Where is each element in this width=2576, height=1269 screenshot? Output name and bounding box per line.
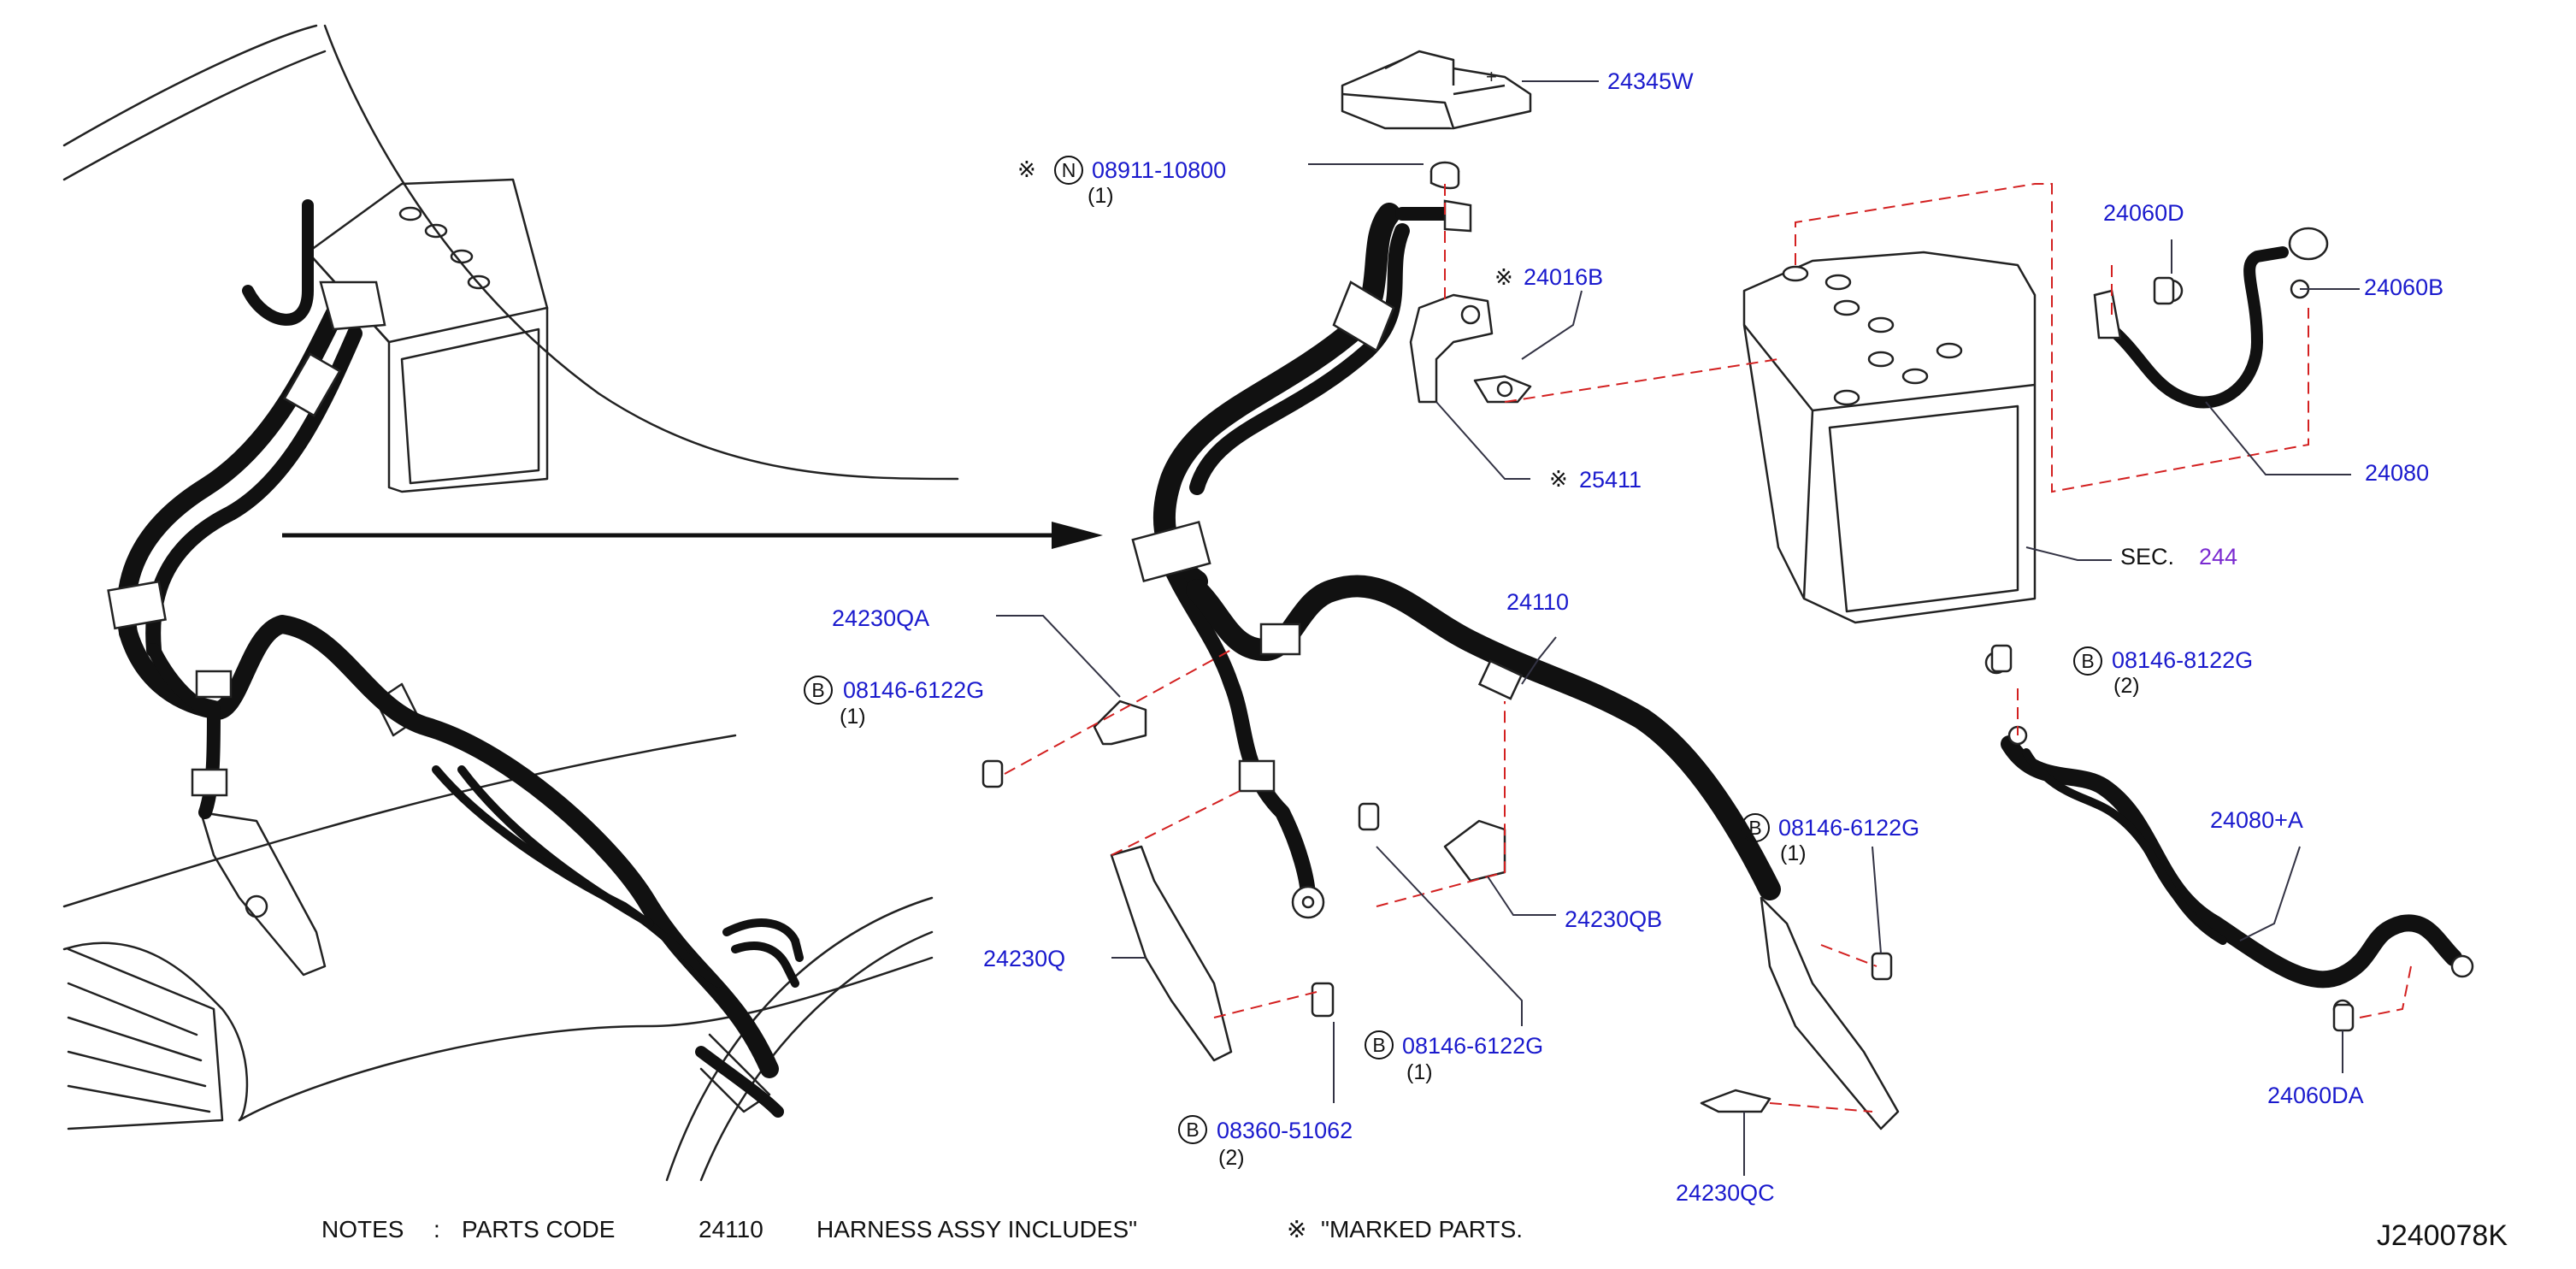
b-circle-08146-a: B [804, 676, 833, 705]
diagram-code: J240078K [2376, 1219, 2508, 1252]
qty-08146-b: (1) [1780, 841, 1807, 865]
part-label-24110: 24110 [1506, 589, 1570, 615]
part-label-24016B: 24016B [1524, 264, 1604, 290]
qty-08911: (1) [1088, 184, 1114, 208]
ground-cable-24080-ends [2093, 227, 2329, 339]
section-number[interactable]: 244 [2199, 544, 2238, 570]
section-prefix: SEC. [2120, 544, 2175, 570]
qty-08146-8122G: (2) [2113, 674, 2140, 698]
ground-cable-24080 [2106, 246, 2289, 409]
qty-08360: (2) [1218, 1146, 1245, 1170]
cable-24080A-ends [1984, 651, 2474, 1019]
b-circle-08146-8122G: B [2073, 646, 2102, 676]
battery-terminal [1409, 293, 1532, 404]
part-label-24230Q: 24230Q [983, 946, 1066, 971]
notes-colon: : [433, 1216, 440, 1242]
part-label-24345W: 24345W [1607, 68, 1694, 94]
part-label-08146-6122G-b: 08146-6122G [1778, 815, 1920, 841]
notes-code-ref: 24110 [699, 1216, 763, 1242]
asterisk-mark-08911: ※ [1017, 157, 1036, 183]
part-label-24060D: 24060D [2103, 200, 2184, 226]
nut [1429, 161, 1460, 190]
part-label-08146-8122G: 08146-8122G [2112, 647, 2254, 673]
part-label-24230QC: 24230QC [1676, 1180, 1775, 1206]
qty-08146-c: (1) [1406, 1060, 1433, 1084]
cable-24080A [2001, 735, 2462, 989]
harness-center-terminals [1131, 199, 1524, 919]
bolts [981, 276, 2355, 1032]
assembly-lines [1004, 183, 2412, 1113]
asterisk-mark-24016B: ※ [1494, 265, 1513, 291]
part-label-08146-6122G-a: 08146-6122G [843, 677, 985, 703]
harness-clips-overview [107, 280, 386, 797]
vehicle-overview [62, 24, 959, 1182]
brackets [1093, 699, 1900, 1130]
notes-harness: HARNESS ASSY INCLUDES" [816, 1216, 1138, 1242]
part-label-24080A: 24080+A [2210, 807, 2303, 833]
part-label-24060DA: 24060DA [2267, 1083, 2364, 1108]
part-label-08146-6122G-c: 08146-6122G [1402, 1033, 1544, 1059]
b-circle-08360: B [1178, 1115, 1207, 1144]
part-label-24060B: 24060B [2364, 274, 2444, 300]
notes-marked: "MARKED PARTS. [1321, 1216, 1524, 1242]
terminal-cover: + [1341, 50, 1532, 130]
notes-parts-code: PARTS CODE [462, 1216, 616, 1242]
part-label-24230QA: 24230QA [832, 605, 930, 631]
part-label-08360-51062: 08360-51062 [1217, 1118, 1353, 1143]
part-label-08911-10800: 08911-10800 [1092, 157, 1227, 183]
part-label-24230QB: 24230QB [1565, 906, 1663, 932]
battery [1742, 251, 2037, 624]
qty-08146-a: (1) [840, 705, 866, 729]
view-arrow [282, 522, 1103, 549]
part-label-25411: 25411 [1579, 467, 1642, 493]
b-circle-08146-c: B [1365, 1030, 1394, 1059]
leader-lines [996, 80, 2360, 1176]
n-circle-08911: N [1054, 156, 1083, 185]
asterisk-mark-25411: ※ [1549, 467, 1568, 493]
b-circle-08146-b: B [1741, 813, 1770, 842]
svg-text:+: + [1486, 66, 1497, 87]
harness-overview [116, 199, 804, 1118]
notes-mark-symbol: ※ [1287, 1215, 1307, 1243]
part-label-24080: 24080 [2365, 460, 2430, 486]
notes-word: NOTES [321, 1216, 404, 1242]
